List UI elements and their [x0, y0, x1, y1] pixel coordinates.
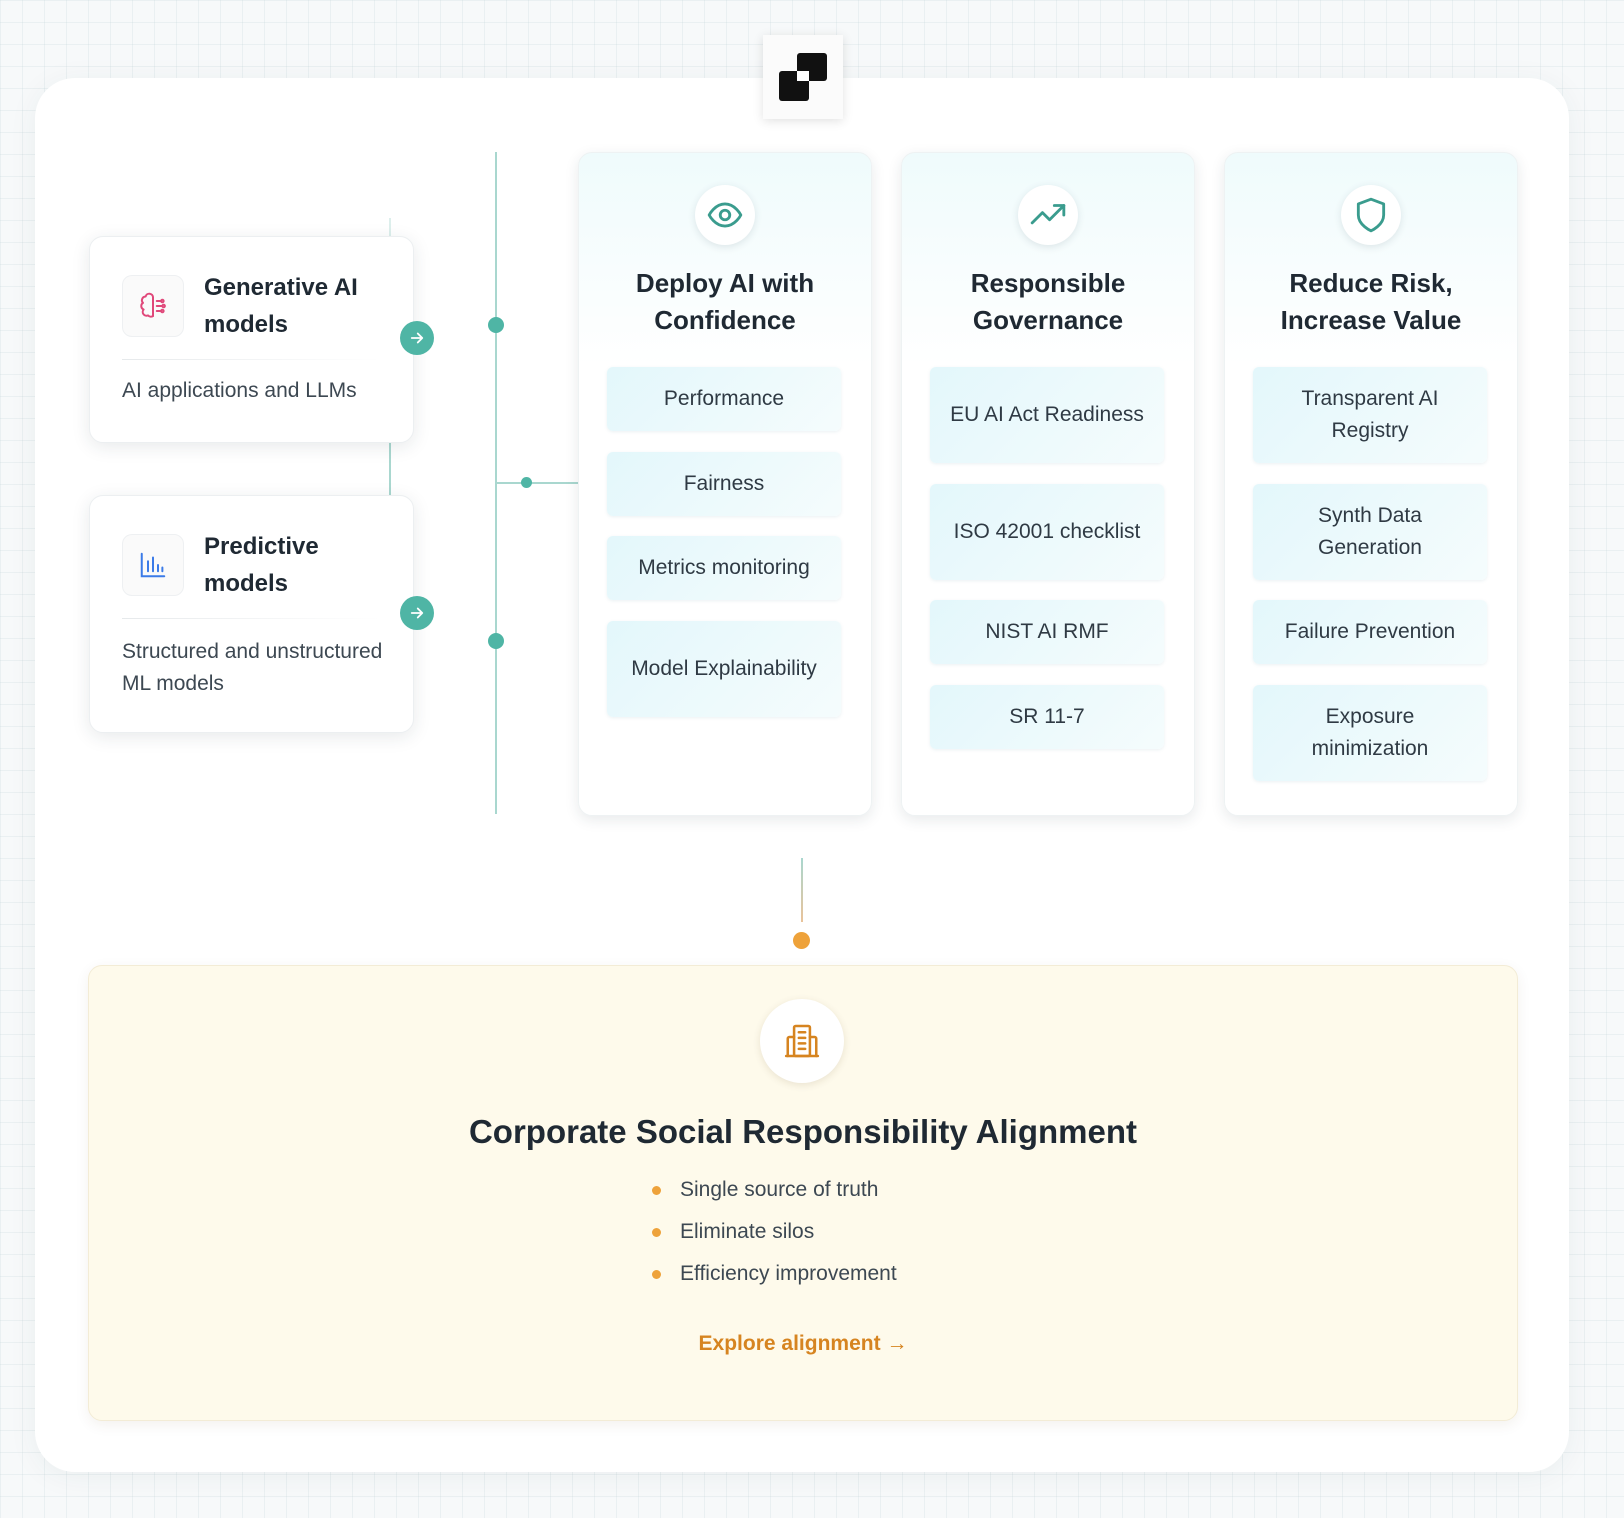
connector-node	[488, 633, 504, 649]
connector-node	[521, 477, 532, 488]
divider	[122, 359, 381, 360]
brain-icon	[122, 275, 184, 337]
capability-chip[interactable]: Transparent AI Registry	[1253, 367, 1487, 463]
model-title: Generative AI models	[204, 274, 358, 338]
brand-logo	[763, 35, 843, 119]
capability-chip[interactable]: Synth Data Generation	[1253, 484, 1487, 580]
explore-alignment-link[interactable]: Explore alignment →	[89, 1328, 1517, 1360]
pillar-title: Responsible Governance	[970, 268, 1126, 335]
model-card-predictive[interactable]: Predictive models Structured and unstruc…	[89, 495, 414, 733]
model-title: Predictive models	[204, 533, 319, 597]
arrow-right-icon	[410, 607, 424, 619]
link-label: Explore alignment	[698, 1332, 881, 1355]
capability-chip[interactable]: EU AI Act Readiness	[930, 367, 1164, 463]
logo-mark-icon	[779, 53, 827, 101]
model-description: AI applications and LLMs	[122, 379, 357, 402]
csr-title: Corporate Social Responsibility Alignmen…	[468, 1113, 1138, 1150]
list-item: Eliminate silos	[652, 1216, 897, 1258]
trending-up-icon	[1018, 185, 1078, 245]
capability-chip[interactable]: Model Explainability	[607, 621, 841, 717]
capability-chip[interactable]: Performance	[607, 367, 841, 431]
pillar-title: Reduce Risk, Increase Value	[1280, 268, 1462, 335]
csr-connector-line	[801, 858, 803, 922]
model-description: Structured and unstructured ML models	[122, 640, 383, 695]
eye-icon	[695, 185, 755, 245]
list-item: Efficiency improvement	[652, 1258, 897, 1300]
pillar-branch-connector	[496, 482, 581, 484]
capability-chip[interactable]: ISO 42001 checklist	[930, 484, 1164, 580]
model-connector-line	[389, 218, 391, 236]
pillar-responsible-governance: Responsible Governance EU AI Act Readine…	[901, 152, 1195, 816]
capability-chip[interactable]: SR 11-7	[930, 685, 1164, 749]
arrow-right-icon	[410, 332, 424, 344]
capability-chip[interactable]: Metrics monitoring	[607, 536, 841, 600]
csr-panel: Corporate Social Responsibility Alignmen…	[88, 965, 1518, 1421]
list-item: Single source of truth	[652, 1174, 897, 1216]
capability-chip[interactable]: Failure Prevention	[1253, 600, 1487, 664]
arrow-right-button[interactable]	[400, 596, 434, 630]
divider	[122, 618, 381, 619]
model-connector-line	[389, 441, 391, 495]
shield-icon	[1341, 185, 1401, 245]
model-card-generative[interactable]: Generative AI models AI applications and…	[89, 236, 414, 443]
pillar-title: Deploy AI with Confidence	[635, 268, 815, 335]
pillar-reduce-risk: Reduce Risk, Increase Value Transparent …	[1224, 152, 1518, 816]
pillar-deploy-confidence: Deploy AI with Confidence Performance Fa…	[578, 152, 872, 816]
csr-connector-node	[793, 932, 810, 949]
arrow-right-icon: →	[886, 1332, 908, 1355]
bar-chart-icon	[122, 534, 184, 596]
connector-node	[488, 317, 504, 333]
capability-chip[interactable]: Exposure minimization	[1253, 685, 1487, 781]
capability-chip[interactable]: NIST AI RMF	[930, 600, 1164, 664]
arrow-right-button[interactable]	[400, 321, 434, 355]
building-icon	[760, 999, 844, 1083]
csr-bullet-list: Single source of truth Eliminate silos E…	[652, 1174, 897, 1300]
capability-chip[interactable]: Fairness	[607, 452, 841, 516]
